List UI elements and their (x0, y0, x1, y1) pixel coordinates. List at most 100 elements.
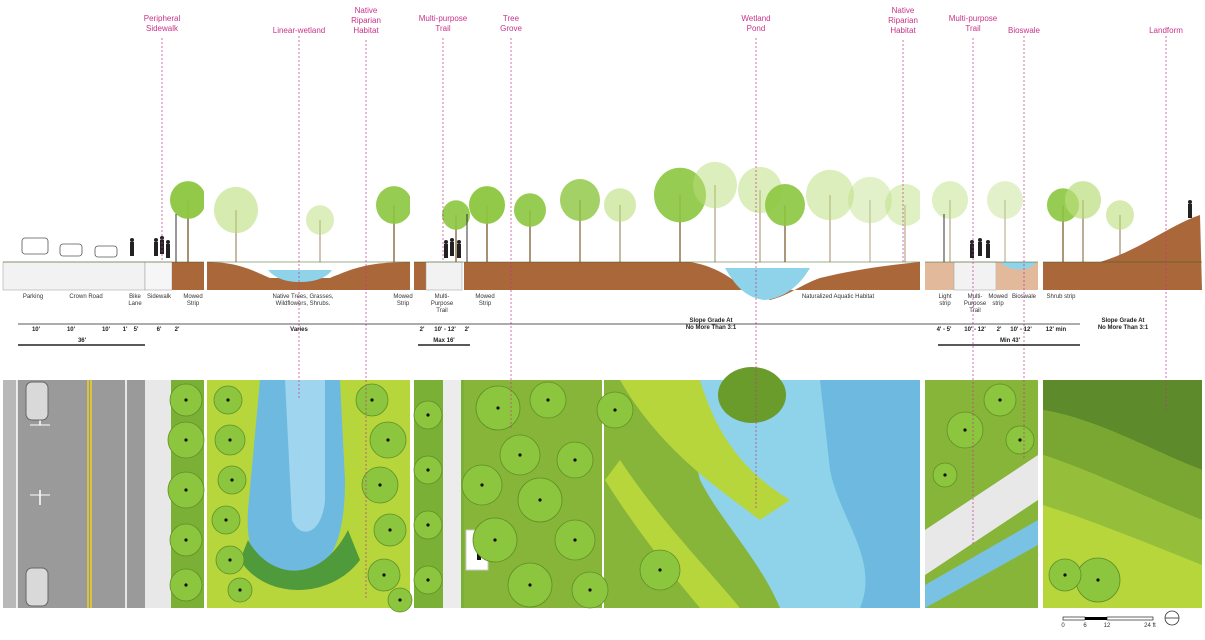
plan-tree (596, 391, 634, 429)
section-tree (604, 188, 636, 262)
plan-car-2 (25, 567, 49, 607)
plan-tree (211, 505, 241, 535)
section-soil-1 (172, 262, 204, 290)
section-tree (170, 181, 206, 262)
dim-light-strip: 4' - 5' (936, 327, 952, 333)
section-lamp-posts (175, 214, 945, 262)
section-tree (560, 179, 600, 262)
plan-tree (475, 385, 521, 431)
dim-bike-lane: 5' (133, 327, 139, 333)
plan-tree (571, 571, 609, 609)
section-linear-wetland-water (268, 270, 332, 282)
plan-pond-edge (620, 380, 790, 520)
plan-tree (472, 517, 518, 563)
dim-parking: 10' (31, 327, 41, 333)
section-trees (170, 161, 1134, 262)
zone-label-mowed-strip-2: Mowed Strip (393, 294, 413, 307)
section-tree (306, 205, 334, 262)
dim-trail-2: 10' - 12' (964, 327, 986, 333)
dim-total-trail-1: Max 16' (433, 338, 455, 344)
plan-tree (167, 471, 205, 509)
plan-tree (1005, 425, 1035, 455)
dim-mowed-3: 2' (464, 327, 470, 333)
section-road (2, 261, 146, 291)
dim-mowed-2: 2' (419, 327, 425, 333)
plan-tree (215, 545, 245, 575)
plan-tree (554, 519, 596, 561)
section-tree (806, 169, 854, 262)
zone-label-aquatic-habitat: Naturalized Aquatic Habitat (801, 294, 875, 300)
dim-road-2: 10' (101, 327, 111, 333)
zone-label-parking: Parking (22, 294, 44, 300)
section-landform (1043, 215, 1202, 290)
callout-native-riparian-2: Native Riparian Habitat (888, 6, 918, 35)
callout-linear-wetland: Linear-wetland (272, 26, 326, 35)
scale-bar (1062, 610, 1180, 626)
person-icon (130, 238, 134, 256)
zone-label-native-planting: Native Trees, Grasses, Wildflowers, Shru… (272, 294, 334, 307)
scale-label-6: 6 (1083, 623, 1087, 629)
plan-tree (387, 587, 413, 613)
plan-tree (213, 385, 243, 415)
plan-tree (507, 562, 553, 608)
plan-tree (529, 381, 567, 419)
section-tree (848, 176, 892, 262)
dim-bioswale: 10' - 12' (1010, 327, 1032, 333)
section-people (130, 200, 1192, 258)
plan-riparian-band (240, 530, 360, 590)
plan-tree (373, 513, 407, 547)
plan-sidewalk (145, 380, 171, 608)
person-icon (444, 240, 448, 258)
dimension-lines (18, 323, 1080, 346)
section-cars (21, 237, 118, 258)
section-tree (693, 161, 737, 262)
plan-car-1 (25, 381, 49, 421)
zone-label-crown-road: Crown Road (69, 294, 103, 300)
scale-label-12: 12 (1103, 623, 1111, 629)
callout-bioswale: Bioswale (1007, 26, 1041, 35)
plan-tree (169, 523, 203, 557)
plan-tree (932, 462, 958, 488)
section-tree (987, 181, 1023, 262)
section-tree (1065, 181, 1101, 262)
zone-label-shrub-strip: Shrub strip (1046, 294, 1076, 300)
callout-multipurpose-trail-2: Multi-purpose Trail (948, 14, 998, 33)
plan-tree (1048, 558, 1082, 592)
plan-tree (413, 455, 443, 485)
dim-total-road: 36' (77, 338, 87, 344)
person-icon (166, 240, 170, 258)
callout-tree-grove: Tree Grove (500, 14, 522, 33)
section-tree (765, 184, 805, 262)
person-icon (457, 240, 461, 258)
section-tree (1106, 200, 1134, 262)
section-tree (214, 186, 258, 262)
section-view (2, 161, 1202, 300)
zone-label-mowed-strip-1: Mowed Strip (183, 294, 203, 307)
scale-label-24: 24 ft (1144, 623, 1156, 629)
section-tree (376, 186, 412, 262)
person-icon (978, 238, 982, 256)
plan-tree (946, 411, 984, 449)
person-icon (450, 238, 454, 256)
zone-label-bioswale: Bioswale (1011, 294, 1037, 300)
dim-mowed-1: 2' (174, 327, 180, 333)
callout-wetland-pond: Wetland Pond (741, 14, 771, 33)
person-icon (970, 240, 974, 258)
dim-varies: Varies (290, 327, 308, 333)
dim-mowed-4: 2' (996, 327, 1002, 333)
plan-landform-contour-1 (1043, 380, 1202, 470)
zone-label-mowed-strip-3: Mowed Strip (475, 294, 495, 307)
section-light-strip (925, 262, 954, 290)
plan-tree (461, 464, 503, 506)
section-trail-2 (953, 261, 997, 291)
section-tree (654, 167, 706, 262)
callout-multipurpose-trail-1: Multi-purpose Trail (418, 14, 468, 33)
dim-buffer: 1' (122, 327, 128, 333)
plan-tree (355, 383, 389, 417)
section-wetland-soil (207, 262, 410, 290)
section-trail-1 (425, 261, 463, 291)
plan-tree (413, 510, 443, 540)
dim-trail-1: 10' - 12' (434, 327, 456, 333)
dim-slope-2: Slope Grade At No More Than 3:1 (1097, 318, 1149, 331)
